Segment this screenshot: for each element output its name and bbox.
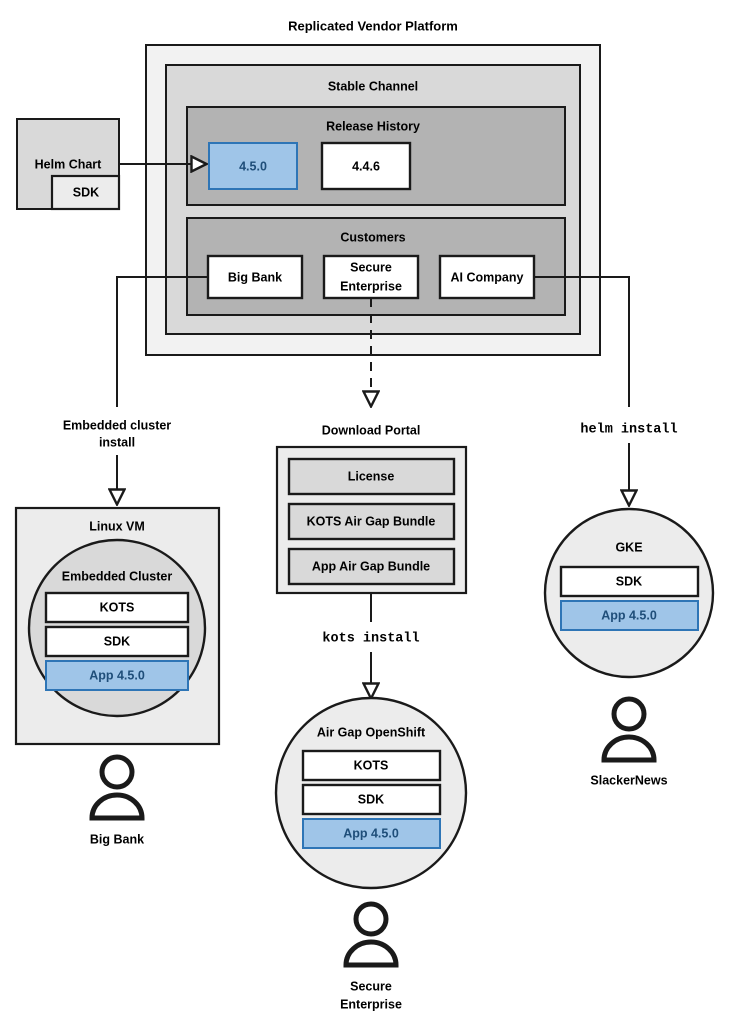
embedded-cluster-label: Embedded Cluster [62, 569, 173, 583]
helm-chart-sdk-label: SDK [73, 185, 99, 199]
person-slackernews: SlackerNews [590, 696, 668, 787]
person-label-secure-enterprise-line2: Enterprise [340, 997, 402, 1011]
gke-component-sdk-label: SDK [616, 574, 642, 588]
download-portal-artifact-license-label: License [348, 469, 395, 483]
person-icon-head-secure-enterprise [353, 901, 389, 937]
openshift-component-app-rect[interactable] [302, 818, 441, 849]
customer-big-bank-rect[interactable] [206, 254, 304, 300]
gke-label: GKE [615, 540, 642, 554]
person-label-big-bank: Big Bank [90, 832, 144, 846]
release-4-4-6-rect[interactable] [320, 141, 412, 191]
person-label-slackernews: SlackerNews [590, 773, 667, 787]
customer-card-secure-enterprise[interactable]: Secure Enterprise [322, 254, 420, 300]
person-icon-head-big-bank [99, 754, 135, 790]
air-gap-openshift-node[interactable]: Air Gap OpenShift KOTS SDK App 4.5.0 [274, 696, 468, 890]
download-portal-artifact-kots-bundle-rect[interactable] [287, 502, 456, 541]
air-gap-openshift-label: Air Gap OpenShift [317, 725, 426, 739]
download-portal-artifact-app-bundle-label: App Air Gap Bundle [312, 559, 430, 573]
vendor-platform-panel: Stable Channel Release History 4.5.0 4.4… [145, 44, 601, 356]
download-portal-artifact-kots-bundle-label: KOTS Air Gap Bundle [307, 514, 436, 528]
customer-ai-company-rect[interactable] [438, 254, 536, 300]
download-portal-artifact-license-rect[interactable] [287, 457, 456, 496]
linux-vm-component-app-label: App 4.5.0 [89, 668, 145, 682]
openshift-component-sdk-rect[interactable] [301, 783, 442, 816]
openshift-component-kots-rect[interactable] [301, 749, 442, 782]
release-card-4-5-0[interactable]: 4.5.0 [208, 142, 298, 190]
customer-card-ai-company[interactable]: AI Company [438, 254, 536, 300]
person-label-secure-enterprise-line1: Secure [350, 979, 392, 993]
customers-label: Customers [340, 230, 405, 244]
page-title: Replicated Vendor Platform [288, 18, 458, 33]
stable-channel-label: Stable Channel [328, 79, 418, 93]
release-4-5-0-label: 4.5.0 [239, 159, 267, 173]
download-portal-artifact-app-bundle-rect[interactable] [287, 547, 456, 586]
linux-vm-component-kots-rect[interactable] [44, 591, 190, 624]
person-icon-head-slackernews [611, 696, 647, 732]
edge-aicompany-to-gke [534, 276, 630, 407]
edge-label-embedded-install-line2: install [99, 435, 135, 449]
gke-component-app-rect[interactable] [560, 600, 699, 631]
edge-bigbank-to-embedded-cluster [116, 276, 208, 407]
customer-secure-enterprise-label-line2: Enterprise [340, 279, 402, 293]
release-history-label: Release History [326, 119, 420, 133]
person-secure-enterprise: Secure Enterprise [340, 901, 402, 1011]
linux-vm-component-sdk-label: SDK [104, 634, 130, 648]
helm-chart-sdk-rect[interactable] [50, 174, 121, 211]
customer-secure-enterprise-label-line1: Secure [350, 260, 392, 274]
linux-vm-component-sdk-rect[interactable] [44, 625, 190, 658]
customer-ai-company-label: AI Company [451, 270, 524, 284]
linux-vm-node[interactable]: Linux VM Embedded Cluster KOTS SDK App 4… [14, 506, 221, 746]
release-4-4-6-label: 4.4.6 [352, 159, 380, 173]
person-big-bank: Big Bank [89, 754, 145, 846]
helm-chart-label: Helm Chart [35, 157, 103, 171]
linux-vm-component-kots-label: KOTS [100, 600, 135, 614]
openshift-component-kots-label: KOTS [354, 758, 389, 772]
download-portal-node[interactable]: Download Portal License KOTS Air Gap Bun… [275, 423, 468, 595]
linux-vm-label: Linux VM [89, 519, 145, 533]
gke-component-app-label: App 4.5.0 [601, 608, 657, 622]
person-icon-body-big-bank [89, 792, 145, 821]
openshift-component-app-label: App 4.5.0 [343, 826, 399, 840]
download-portal-label: Download Portal [322, 423, 421, 437]
openshift-component-sdk-label: SDK [358, 792, 384, 806]
customer-big-bank-label: Big Bank [228, 270, 282, 284]
release-card-4-4-6[interactable]: 4.4.6 [320, 141, 412, 191]
person-icon-body-slackernews [601, 734, 657, 763]
edge-label-kots-install: kots install [322, 632, 419, 647]
release-4-5-0-rect[interactable] [208, 142, 298, 190]
person-icon-body-secure-enterprise [343, 939, 399, 968]
gke-node[interactable]: GKE SDK App 4.5.0 [543, 507, 715, 679]
edge-label-embedded-install-line1: Embedded cluster [63, 418, 171, 432]
edge-label-helm-install: helm install [580, 423, 677, 438]
customer-card-big-bank[interactable]: Big Bank [206, 254, 304, 300]
gke-component-sdk-rect[interactable] [559, 565, 700, 598]
customer-secure-enterprise-rect[interactable] [322, 254, 420, 300]
helm-chart-node[interactable]: Helm Chart SDK [16, 118, 121, 211]
linux-vm-component-app-rect[interactable] [45, 660, 189, 691]
